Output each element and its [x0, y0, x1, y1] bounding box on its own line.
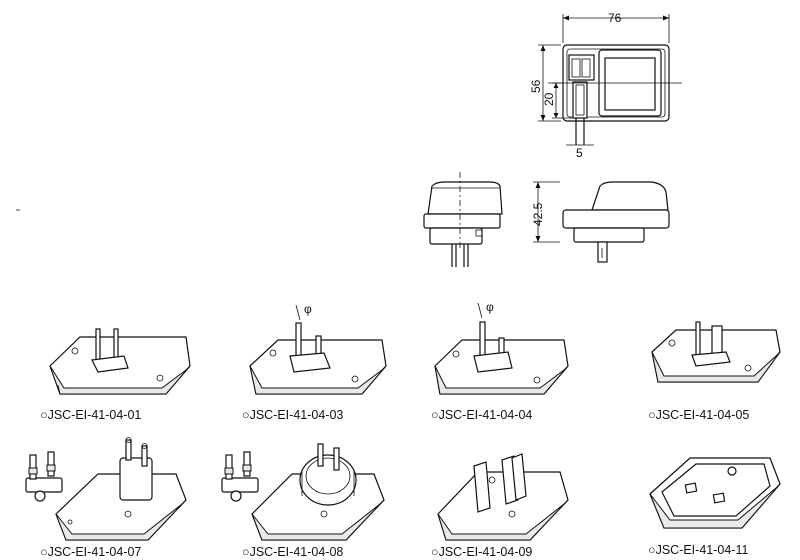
caption-adapter-01: ○JSC-EI-41-04-01 — [40, 408, 141, 422]
caption-marker: ○ — [242, 545, 250, 559]
caption-adapter-03: ○JSC-EI-41-04-03 — [242, 408, 343, 422]
adapter-07-drawing — [25, 437, 187, 541]
adapter-04-drawing: φ — [434, 300, 569, 395]
dim-slot-offset-label: 20 — [542, 92, 556, 106]
caption-label: JSC-EI-41-04-09 — [438, 545, 533, 559]
caption-adapter-08: ○JSC-EI-41-04-08 — [242, 545, 343, 559]
dimension-height: 56 — [529, 44, 561, 122]
phi-mark-2: φ — [486, 300, 494, 314]
front-view: 76 56 20 5 — [529, 11, 682, 160]
caption-label: JSC-EI-41-04-01 — [47, 408, 142, 422]
caption-marker: ○ — [648, 543, 656, 557]
dim-width-label: 76 — [608, 11, 622, 25]
caption-adapter-07: ○JSC-EI-41-04-07 — [40, 545, 141, 559]
caption-adapter-11: ○JSC-EI-41-04-11 — [648, 543, 748, 557]
dimension-depth: 42.5 — [531, 181, 560, 243]
caption-marker: ○ — [40, 408, 48, 422]
caption-adapter-05: ○JSC-EI-41-04-05 — [648, 408, 749, 422]
caption-marker: ○ — [648, 408, 656, 422]
adapter-08-drawing — [221, 443, 385, 541]
caption-label: JSC-EI-41-04-08 — [249, 545, 344, 559]
side-view-right: 42.5 — [531, 181, 670, 263]
phi-mark: φ — [304, 302, 312, 316]
dim-pin-width-label: 5 — [576, 146, 583, 160]
caption-label: JSC-EI-41-04-03 — [249, 408, 344, 422]
adapter-09-drawing — [437, 453, 569, 541]
caption-adapter-09: ○JSC-EI-41-04-09 — [431, 545, 532, 559]
caption-marker: ○ — [40, 545, 48, 559]
dim-height-label: 56 — [529, 79, 543, 93]
dimension-width: 76 — [562, 11, 670, 43]
caption-marker: ○ — [431, 408, 439, 422]
dimension-slot-offset: 20 — [542, 82, 572, 119]
dim-depth-label: 42.5 — [531, 202, 545, 226]
caption-label: JSC-EI-41-04-05 — [655, 408, 750, 422]
caption-label: JSC-EI-41-04-04 — [438, 408, 533, 422]
caption-label: JSC-EI-41-04-11 — [655, 543, 749, 557]
caption-adapter-04: ○JSC-EI-41-04-04 — [431, 408, 532, 422]
caption-marker: ○ — [431, 545, 439, 559]
dimension-pin-width: 5 — [566, 144, 594, 160]
adapter-03-drawing: φ — [249, 302, 387, 395]
caption-marker: ○ — [242, 408, 250, 422]
adapter-11-drawing — [649, 457, 781, 529]
adapter-05-drawing — [651, 321, 781, 383]
side-view-left — [423, 172, 503, 267]
adapter-01-drawing — [49, 328, 191, 395]
caption-label: JSC-EI-41-04-07 — [47, 545, 142, 559]
